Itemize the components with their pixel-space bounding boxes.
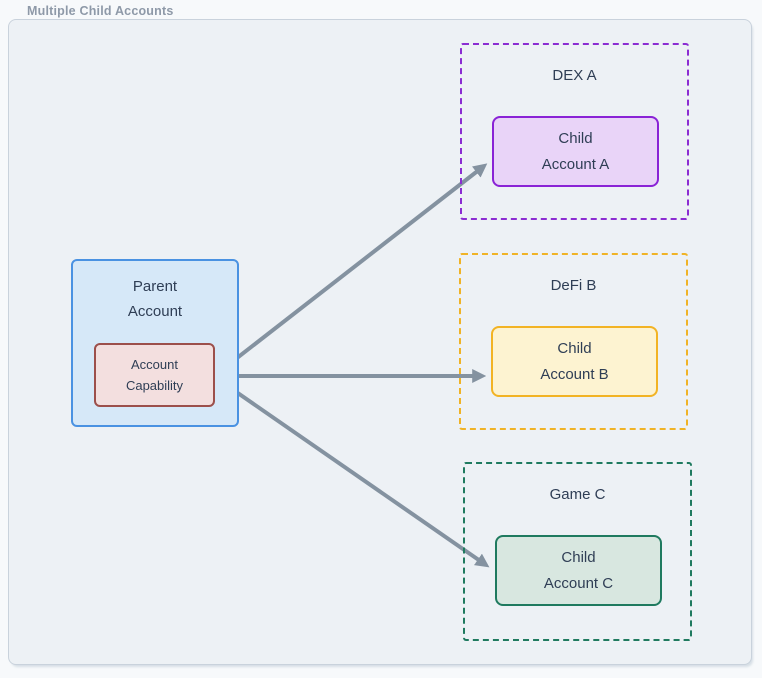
arrow-capability-to-child-c [217,378,490,568]
child-account-b-node: Child Account B [491,326,658,397]
zone-dex-a: DEX A Child Account A [460,43,689,220]
zone-game-c: Game C Child Account C [463,462,692,641]
diagram-title: Multiple Child Accounts [27,4,174,18]
arrow-capability-to-child-a [217,163,488,374]
child-account-c-label: Child Account C [543,548,614,592]
child-account-a-label: Child Account A [541,129,610,173]
parent-account-box: Parent Account Account Capability [71,259,239,427]
child-account-c-node: Child Account C [495,535,662,606]
diagram-canvas: Parent Account Account Capability DEX A … [8,19,752,665]
child-account-a-node: Child Account A [492,116,659,187]
account-capability-box: Account Capability [94,343,215,407]
account-capability-label: Account Capability [125,357,184,393]
zone-dex-a-label: DEX A [552,67,597,84]
child-account-b-label: Child Account B [540,339,609,383]
parent-account-label: Parent Account [127,278,183,320]
zone-game-c-label: Game C [549,486,606,503]
zone-defi-b: DeFi B Child Account B [459,253,688,430]
zone-defi-b-label: DeFi B [550,277,597,294]
